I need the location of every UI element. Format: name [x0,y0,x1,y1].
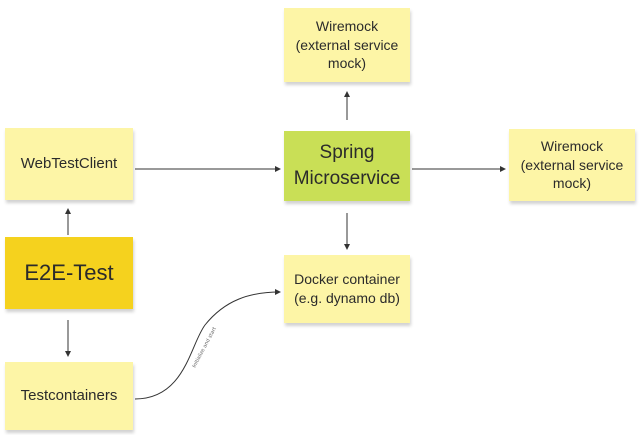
edge-testcontainers-to-docker [134,289,281,400]
wiremock-right-label: Wiremock (external service mock) [520,137,624,192]
testcontainers-note[interactable]: Testcontainers [5,362,133,430]
e2e-test-note[interactable]: E2E-Test [5,237,133,309]
testcontainers-label: Testcontainers [20,386,118,404]
spring-microservice-label: Spring Microservice [293,142,401,189]
docker-container-label: Docker container (e.g. dynamo db) [294,271,400,306]
e2e-test-label: E2E-Test [24,260,114,286]
webtestclient-note[interactable]: WebTestClient [5,128,133,200]
webtestclient-label: WebTestClient [20,154,118,172]
docker-container-note[interactable]: Docker container (e.g. dynamo db) [284,255,410,323]
wiremock-top-note[interactable]: Wiremock (external service mock) [284,8,410,82]
edge-label-initialize-and-start: Initialize and start [191,326,218,369]
wiremock-top-label: Wiremock (external service mock) [295,17,399,72]
spring-microservice-note[interactable]: Spring Microservice [284,131,410,201]
wiremock-right-note[interactable]: Wiremock (external service mock) [509,129,635,201]
